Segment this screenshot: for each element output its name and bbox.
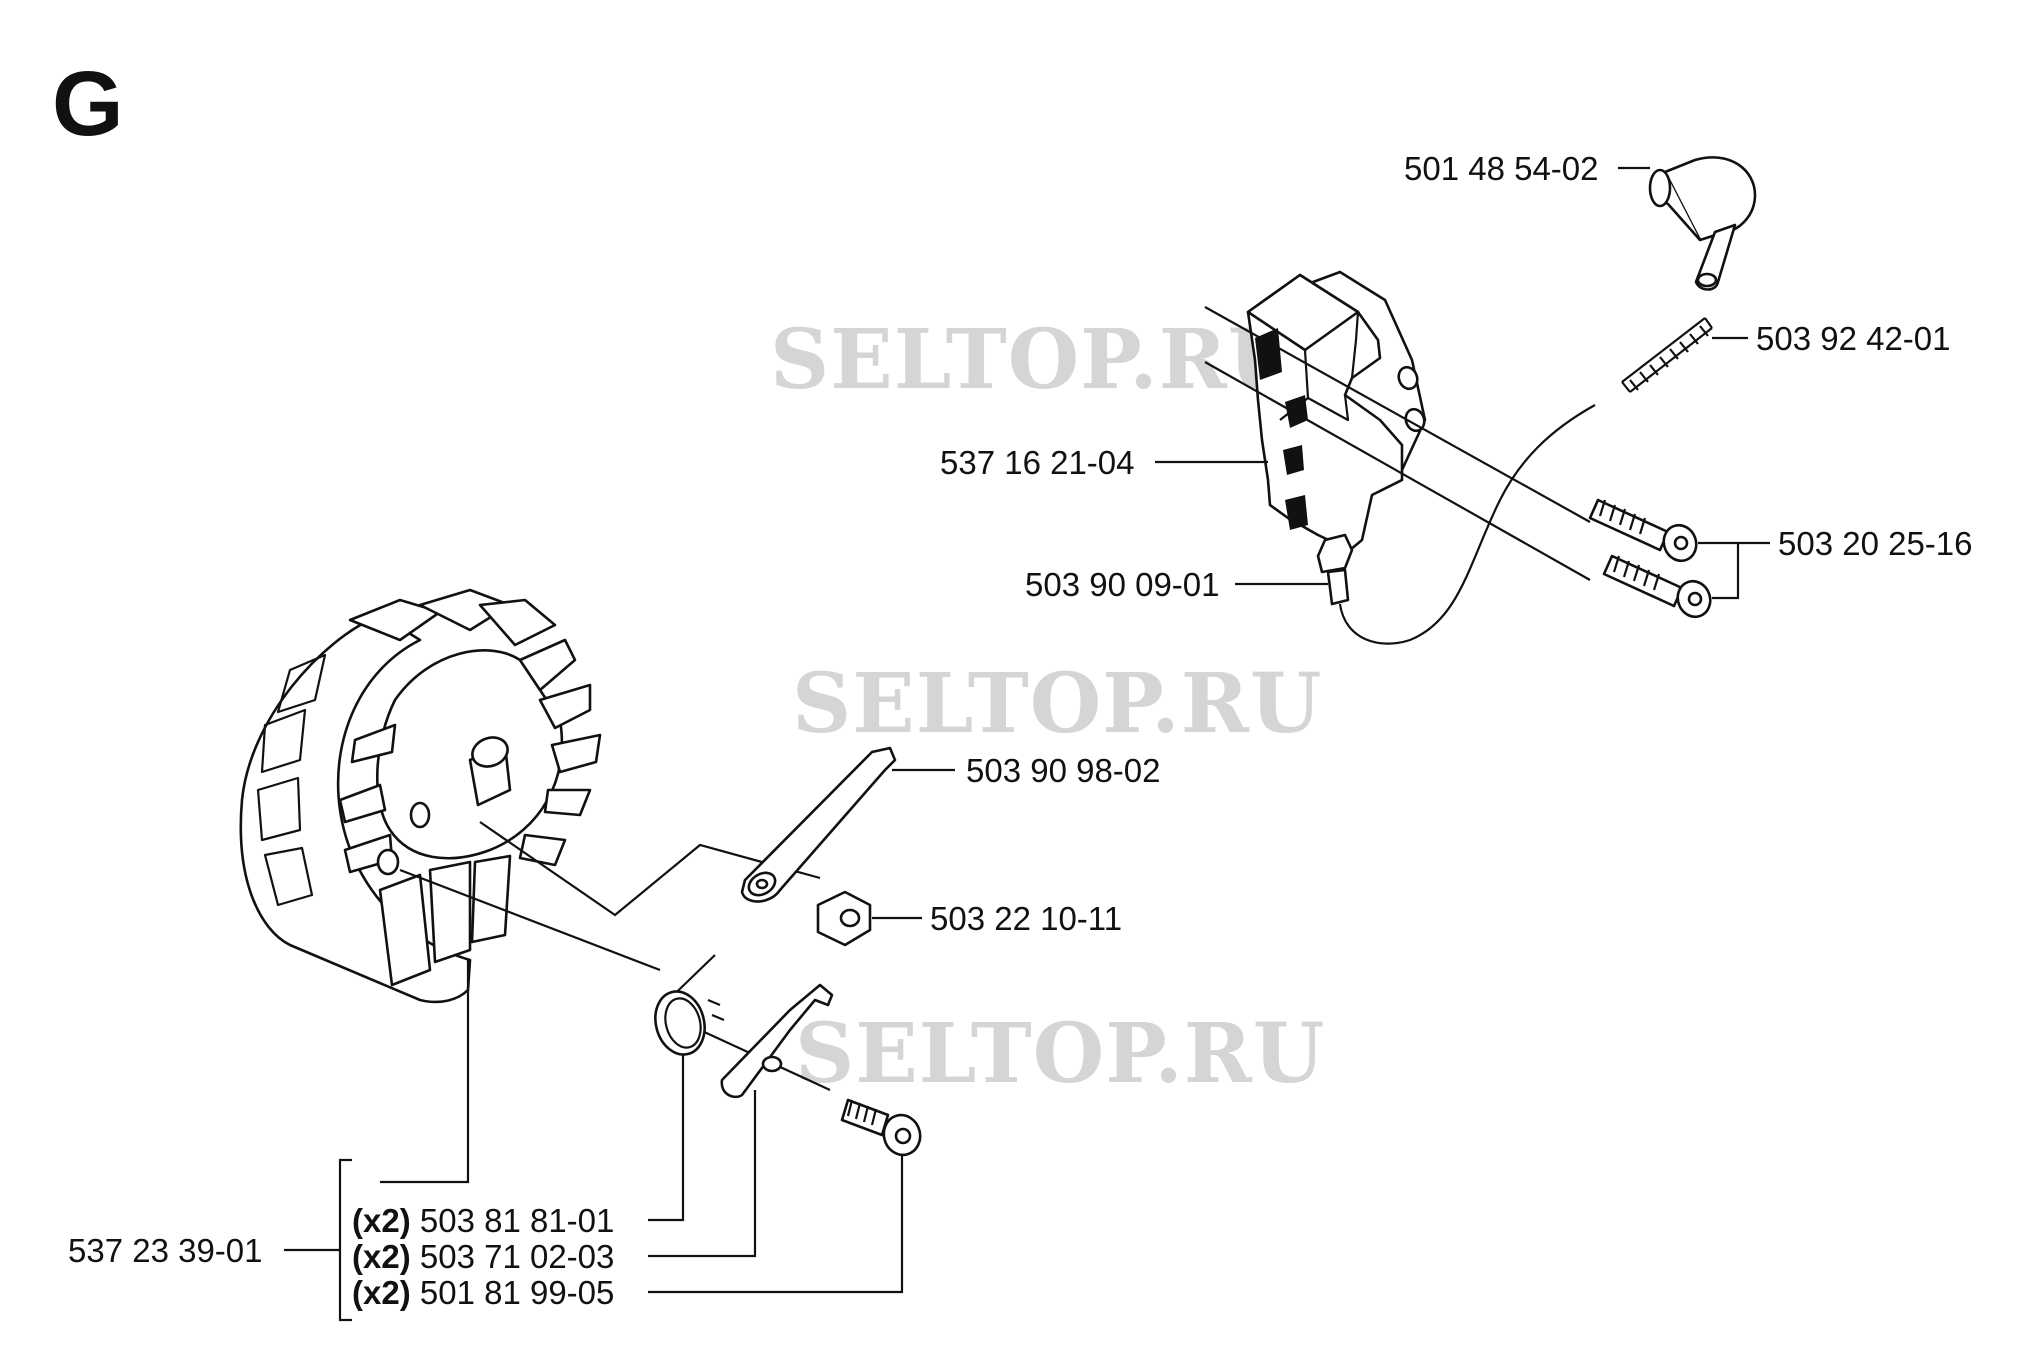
leader-line bbox=[1698, 541, 1770, 600]
quantity: (x2) bbox=[352, 1274, 411, 1311]
shoulder-screw bbox=[840, 1098, 922, 1157]
pawl bbox=[720, 983, 834, 1099]
part-label: 503 90 09-01 bbox=[1025, 566, 1220, 603]
ring-spring bbox=[654, 990, 725, 1056]
part-label: 503 22 10-11 bbox=[930, 900, 1122, 937]
leader-line bbox=[380, 960, 470, 1184]
quantity: (x2) bbox=[352, 1202, 411, 1239]
leader-line bbox=[648, 1156, 904, 1294]
leader-line bbox=[648, 1055, 685, 1222]
part-label: 537 16 21-04 bbox=[940, 444, 1135, 481]
part-label: (x2) 503 71 02-03 bbox=[352, 1238, 614, 1275]
part-number: 503 71 02-03 bbox=[420, 1238, 615, 1275]
part-label: (x2) 503 81 81-01 bbox=[352, 1202, 614, 1239]
pawl-arm bbox=[740, 746, 897, 903]
nut bbox=[816, 890, 872, 947]
flywheel bbox=[239, 588, 602, 1004]
section-letter: G bbox=[52, 53, 124, 155]
part-label: 503 90 98-02 bbox=[966, 752, 1161, 789]
quantity: (x2) bbox=[352, 1238, 411, 1275]
part-label: 501 48 54-02 bbox=[1404, 150, 1599, 187]
screw bbox=[1602, 554, 1712, 619]
part-label: 503 92 42-01 bbox=[1756, 320, 1951, 357]
part-number: 503 81 81-01 bbox=[420, 1202, 615, 1239]
ignition-module bbox=[1246, 270, 1596, 645]
part-label: (x2) 501 81 99-05 bbox=[352, 1274, 614, 1311]
watermark: SELTOP.RU bbox=[795, 1006, 1325, 1102]
screw bbox=[1588, 498, 1698, 563]
axis-line bbox=[399, 868, 661, 972]
spring bbox=[1621, 317, 1713, 393]
axis-line bbox=[479, 821, 821, 917]
part-number: 501 81 99-05 bbox=[420, 1274, 615, 1311]
part-label: 503 20 25-16 bbox=[1778, 525, 1973, 562]
spark-plug-cap bbox=[1648, 156, 1757, 291]
watermark: SELTOP.RU bbox=[770, 312, 1300, 408]
axis-line bbox=[1204, 306, 1591, 523]
part-label: 537 23 39-01 bbox=[68, 1232, 263, 1269]
kit-bracket bbox=[338, 1158, 352, 1322]
leader-line bbox=[648, 1090, 757, 1258]
watermark: SELTOP.RU bbox=[792, 656, 1322, 752]
axis-line bbox=[1204, 361, 1591, 581]
